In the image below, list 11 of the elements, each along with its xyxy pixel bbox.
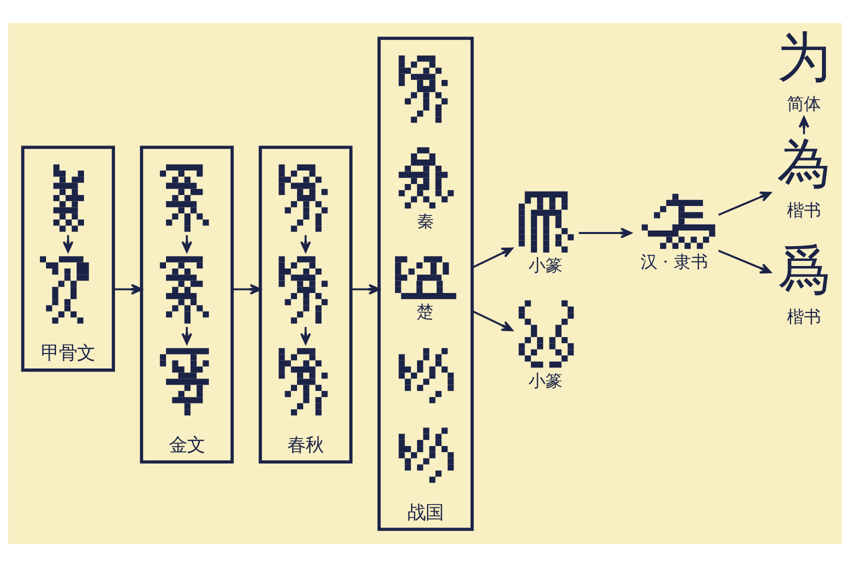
- node-label: 秦: [417, 212, 434, 232]
- node-label: 楷书: [786, 200, 821, 221]
- node-text: 为: [777, 24, 832, 88]
- node-text: 爲: [777, 238, 832, 301]
- node-label: 楷书: [786, 307, 821, 328]
- node-label: 楚: [416, 302, 434, 322]
- node-label: 小篆: [528, 370, 562, 391]
- node-label: 小篆: [528, 256, 562, 276]
- node-label: 简体: [786, 94, 821, 114]
- node-label: 汉 · 隶书: [640, 252, 708, 272]
- node-text: 為: [777, 131, 832, 194]
